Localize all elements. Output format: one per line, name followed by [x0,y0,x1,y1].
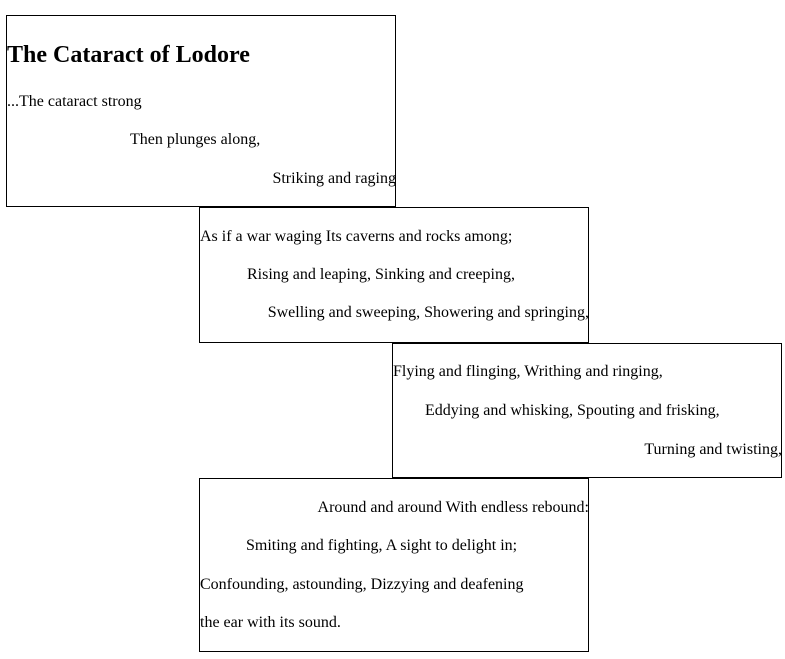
poem-line: Then plunges along, [130,131,261,148]
poem-box-2: As if a war waging Its caverns and rocks… [199,207,589,343]
poem-line: Rising and leaping, Sinking and creeping… [247,266,515,283]
poem-line: Confounding, astounding, Dizzying and de… [200,576,524,593]
poem-box-4: Around and around With endless rebound: … [199,478,589,652]
poem-box-3: Flying and flinging, Writhing and ringin… [392,343,782,478]
poem-line: the ear with its sound. [200,614,341,631]
poem-line: Flying and flinging, Writhing and ringin… [393,363,663,380]
poem-title: The Cataract of Lodore [7,42,250,68]
poem-line: Around and around With endless rebound: [317,499,589,516]
poem-line: ...The cataract strong [7,93,142,110]
poem-line: Eddying and whisking, Spouting and frisk… [425,402,720,419]
poem-line: Swelling and sweeping, Showering and spr… [267,304,589,321]
poem-line: Striking and raging [272,170,396,187]
poem-line: Smiting and fighting, A sight to delight… [246,537,518,554]
poem-line: Turning and twisting, [644,441,782,458]
poem-line: As if a war waging Its caverns and rocks… [200,228,513,245]
poem-box-1: The Cataract of Lodore ...The cataract s… [6,15,396,207]
